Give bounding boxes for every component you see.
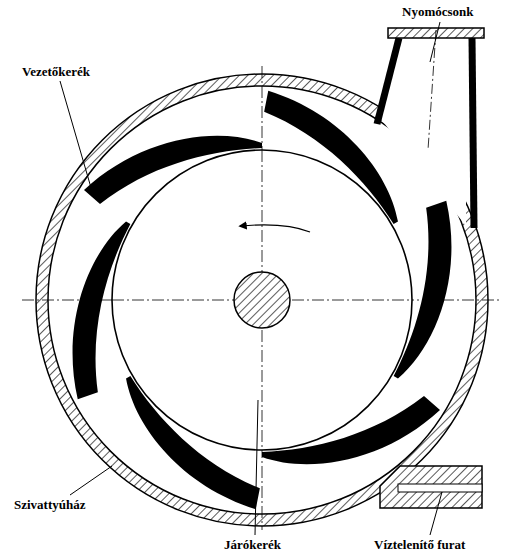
leader-line	[430, 492, 442, 535]
leader-line	[60, 81, 94, 198]
impeller-disc	[112, 150, 412, 450]
part-label: Szivattyúház	[12, 497, 88, 512]
leader-line	[255, 400, 258, 535]
nozzle-centerline	[428, 30, 436, 150]
part-label: Víztelenítő furat	[372, 537, 467, 552]
diffuser-vanes	[31, 64, 493, 537]
nozzle-wall	[377, 38, 399, 124]
shaft-section	[234, 272, 290, 328]
part-label: Vezetőkerék	[20, 64, 92, 79]
part-label: Járókerék	[222, 537, 283, 552]
rotation-arrow	[240, 225, 310, 232]
drain-hole	[398, 484, 482, 492]
nozzle-wall	[472, 38, 474, 228]
leader-line	[70, 466, 112, 495]
leader-line	[430, 22, 440, 62]
part-label: Nyomócsonk	[400, 4, 476, 19]
drain-boss	[380, 466, 482, 508]
